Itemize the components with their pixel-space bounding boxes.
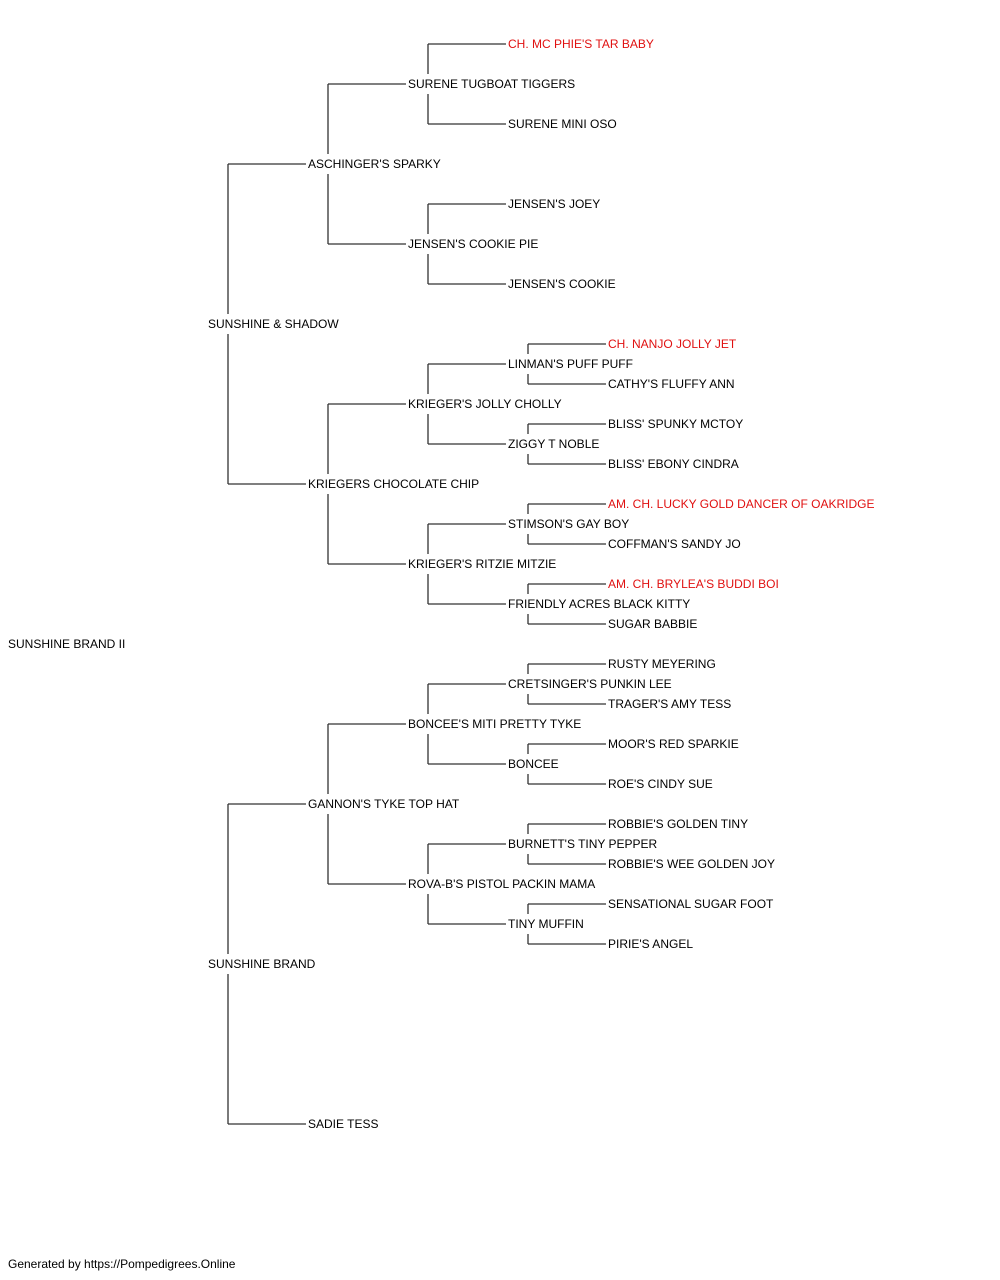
ancestor-name: BLISS' EBONY CINDRA (608, 457, 739, 471)
ancestor-name: ROBBIE'S GOLDEN TINY (608, 817, 749, 831)
subject-dog-name: SUNSHINE BRAND II (8, 637, 126, 651)
ancestor-name: SURENE TUGBOAT TIGGERS (408, 77, 576, 91)
ancestor-name: JENSEN'S COOKIE (508, 277, 616, 291)
ancestor-name: JENSEN'S COOKIE PIE (408, 237, 539, 251)
ancestor-name: ROVA-B'S PISTOL PACKIN MAMA (408, 877, 596, 891)
ancestor-name: SADIE TESS (308, 1117, 379, 1131)
ancestor-name: SUNSHINE BRAND (208, 957, 316, 971)
ancestor-name: BONCEE'S MITI PRETTY TYKE (408, 717, 582, 731)
ancestor-name: COFFMAN'S SANDY JO (608, 537, 741, 551)
ancestor-name: BURNETT'S TINY PEPPER (508, 837, 658, 851)
ancestor-name: SENSATIONAL SUGAR FOOT (608, 897, 774, 911)
ancestor-name: MOOR'S RED SPARKIE (608, 737, 739, 751)
ancestor-name: ASCHINGER'S SPARKY (308, 157, 441, 171)
ancestor-name: SUGAR BABBIE (608, 617, 698, 631)
ancestor-name: FRIENDLY ACRES BLACK KITTY (508, 597, 691, 611)
ancestor-name: CH. MC PHIE'S TAR BABY (508, 37, 654, 51)
footer-credit: Generated by https://Pompedigrees.Online (8, 1257, 236, 1271)
ancestor-name: RUSTY MEYERING (608, 657, 716, 671)
ancestor-name: TRAGER'S AMY TESS (608, 697, 732, 711)
ancestor-name: KRIEGER'S JOLLY CHOLLY (408, 397, 562, 411)
ancestor-name: CRETSINGER'S PUNKIN LEE (508, 677, 672, 691)
ancestor-name: ROE'S CINDY SUE (608, 777, 713, 791)
ancestor-name: GANNON'S TYKE TOP HAT (308, 797, 460, 811)
ancestor-name: AM. CH. LUCKY GOLD DANCER OF OAKRIDGE (608, 497, 875, 511)
ancestor-name: ZIGGY T NOBLE (508, 437, 600, 451)
ancestor-name: ROBBIE'S WEE GOLDEN JOY (608, 857, 775, 871)
ancestor-name: SURENE MINI OSO (508, 117, 617, 131)
ancestor-name: BONCEE (508, 757, 559, 771)
ancestor-name: BLISS' SPUNKY MCTOY (608, 417, 744, 431)
ancestor-name: JENSEN'S JOEY (508, 197, 601, 211)
ancestor-name: CH. NANJO JOLLY JET (608, 337, 737, 351)
ancestor-name: LINMAN'S PUFF PUFF (508, 357, 633, 371)
ancestor-name: SUNSHINE & SHADOW (208, 317, 339, 331)
ancestor-name: CATHY'S FLUFFY ANN (608, 377, 735, 391)
ancestor-name: PIRIE'S ANGEL (608, 937, 693, 951)
ancestor-name: AM. CH. BRYLEA'S BUDDI BOI (608, 577, 779, 591)
ancestor-name: STIMSON'S GAY BOY (508, 517, 630, 531)
ancestor-name: TINY MUFFIN (508, 917, 584, 931)
ancestor-name: KRIEGERS CHOCOLATE CHIP (308, 477, 480, 491)
ancestor-name: KRIEGER'S RITZIE MITZIE (408, 557, 557, 571)
